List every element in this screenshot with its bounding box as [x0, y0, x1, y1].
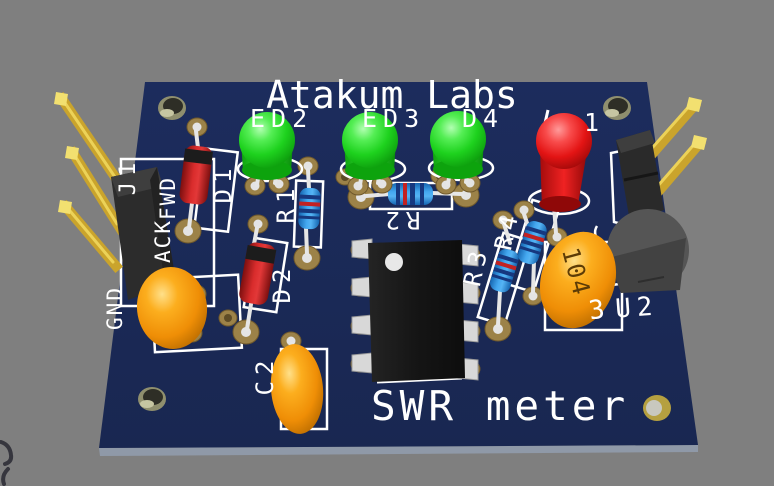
d1-label: D1	[209, 163, 237, 204]
board-title: Atakum Labs	[266, 73, 518, 117]
d1-diode	[179, 145, 213, 205]
c2-label: C2	[251, 355, 279, 396]
led3-label: ED3	[362, 104, 425, 133]
j1-label: J1	[116, 157, 141, 196]
r3-resistor	[489, 248, 519, 293]
r2-resistor	[388, 183, 433, 205]
clipped-text-artifact-icon	[0, 440, 14, 486]
header-pin-tip	[691, 135, 707, 150]
jack-fwd-label: FWD	[156, 176, 180, 220]
dip8-ic	[350, 238, 481, 382]
r2-label: R2	[380, 206, 421, 234]
mounting-hole-bottom-right	[643, 395, 671, 421]
u2-marking-stroke	[637, 276, 665, 283]
j1-pin-tip	[54, 92, 68, 106]
led1-label: 1	[584, 108, 605, 137]
j1-pin-tip	[58, 200, 72, 214]
r1-label: R1	[272, 183, 300, 224]
r4-resistor	[517, 220, 547, 265]
c2-capacitor	[270, 344, 324, 434]
led2-label: ED2	[250, 104, 313, 133]
j1-pin-header	[54, 92, 176, 300]
u2-label: U2	[614, 292, 659, 325]
d2-label: D2	[268, 263, 296, 304]
d2-diode	[239, 242, 277, 305]
led1-red	[536, 113, 592, 212]
reference-labels: ED2 ED3 D4 1 J1 FWD ACK GND D1 R1 D2 R2 …	[103, 104, 660, 395]
right-pin-header	[616, 97, 707, 222]
ic-pin1-dot	[385, 253, 403, 271]
r1-resistor	[298, 187, 321, 230]
c3-label: 3	[587, 294, 613, 327]
c3-capacitor: 104	[539, 231, 617, 329]
silkscreen-layer: Atakum Labs SWR meter	[119, 73, 662, 431]
mounting-hole-bottom-left	[138, 387, 166, 411]
ic-body	[368, 240, 465, 382]
j1-pin-tip	[65, 146, 79, 160]
board-bottom-edge	[99, 445, 698, 456]
header-pin-tip	[686, 97, 702, 112]
mounting-hole-top-left	[158, 96, 186, 120]
mounting-hole-top-right	[603, 96, 631, 120]
u2-transistor	[607, 209, 689, 293]
jack-ack-label: ACK	[151, 219, 175, 263]
gnd-label: GND	[103, 286, 127, 330]
led4-label: D4	[462, 104, 504, 133]
c1-capacitor	[136, 267, 208, 349]
board-caption: SWR meter	[371, 382, 629, 430]
